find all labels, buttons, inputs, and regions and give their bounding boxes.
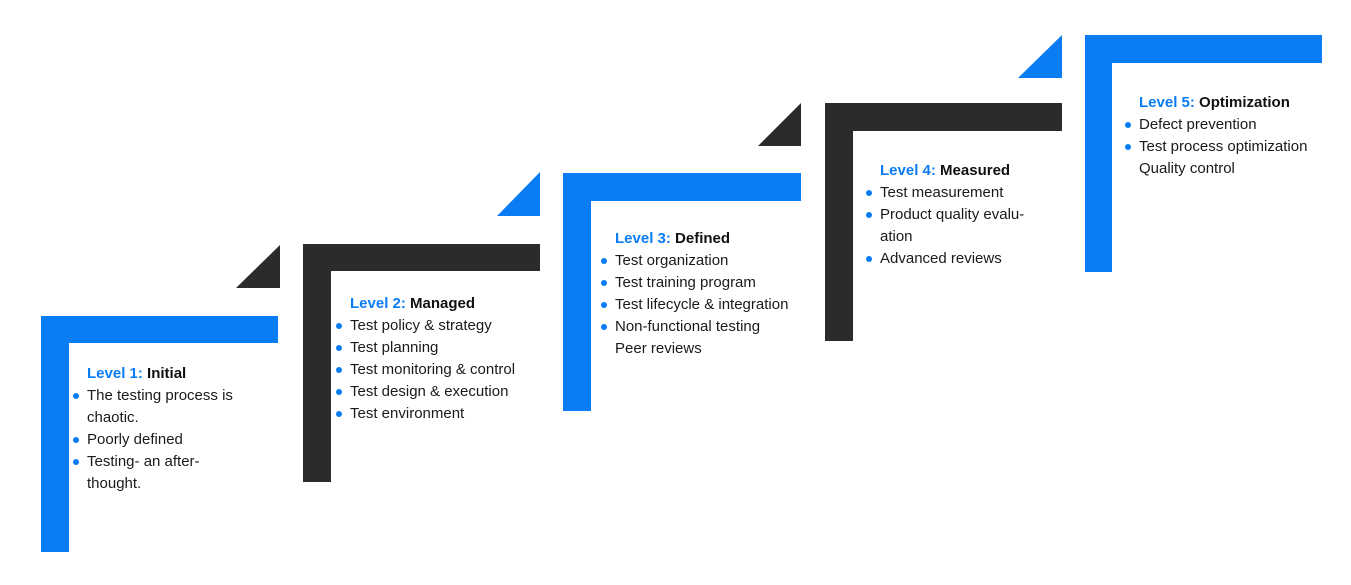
list-item: Defect prevention (1125, 114, 1340, 136)
step-1-triangle (236, 245, 280, 288)
list-item: Test design & execution (336, 381, 546, 403)
level-1-list: The testing process is chaotic. Poorly d… (73, 385, 273, 495)
level-5-list: Defect prevention Test process optimizat… (1125, 114, 1340, 180)
list-item: Quality control (1139, 160, 1235, 177)
level-5-prefix: Level 5: (1139, 94, 1195, 111)
list-item: chaotic. (87, 409, 139, 426)
list-item: Test environment (336, 403, 546, 425)
level-5-heading: Level 5: Optimization (1125, 92, 1340, 114)
level-4-name: Measured (940, 162, 1011, 179)
list-item: thought. (87, 475, 142, 492)
level-4-prefix: Level 4: (880, 162, 936, 179)
step-4-triangle (1018, 35, 1062, 78)
step-2-horizontal-bar (303, 244, 540, 271)
step-2-vertical-bar (303, 244, 331, 482)
level-4-block: Level 4: Measured Test measurement Produ… (866, 160, 1066, 270)
list-item: The testing process is (73, 385, 273, 407)
level-2-list: Test policy & strategy Test planning Tes… (336, 315, 546, 425)
level-4-heading: Level 4: Measured (866, 160, 1066, 182)
list-item: Test organization (601, 250, 821, 272)
list-item: Non-functional testing (601, 316, 821, 338)
level-5-name: Optimization (1199, 94, 1290, 111)
list-item: Test measurement (866, 182, 1066, 204)
step-1-vertical-bar (41, 316, 69, 552)
level-1-heading: Level 1: Initial (73, 363, 273, 385)
level-2-name: Managed (410, 295, 476, 312)
step-3-horizontal-bar (563, 173, 801, 201)
step-1-horizontal-bar (41, 316, 278, 343)
list-item: Product quality evalu- (866, 204, 1066, 226)
list-item: Test planning (336, 337, 546, 359)
list-item: Testing- an after- (73, 451, 273, 473)
step-3-triangle (758, 103, 801, 146)
list-item: Test monitoring & control (336, 359, 546, 381)
level-1-prefix: Level 1: (87, 365, 143, 382)
level-2-block: Level 2: Managed Test policy & strategy … (336, 293, 546, 425)
level-3-block: Level 3: Defined Test organization Test … (601, 228, 821, 360)
list-item: Test lifecycle & integration (601, 294, 821, 316)
list-item: Poorly defined (73, 429, 273, 451)
level-1-name: Initial (147, 365, 187, 382)
level-3-list: Test organization Test training program … (601, 250, 821, 360)
level-2-prefix: Level 2: (350, 295, 406, 312)
level-1-block: Level 1: Initial The testing process is … (73, 363, 273, 495)
level-5-block: Level 5: Optimization Defect prevention … (1125, 92, 1340, 180)
step-2-triangle (497, 172, 540, 216)
step-5-horizontal-bar (1085, 35, 1322, 63)
level-2-heading: Level 2: Managed (336, 293, 546, 315)
list-item: Advanced reviews (866, 248, 1066, 270)
level-4-list: Test measurement Product quality evalu- … (866, 182, 1066, 270)
level-3-prefix: Level 3: (615, 230, 671, 247)
level-3-name: Defined (675, 230, 731, 247)
list-item: Test process optimization (1125, 136, 1340, 158)
step-3-vertical-bar (563, 173, 591, 411)
list-item: ation (880, 228, 913, 245)
step-5-vertical-bar (1085, 35, 1112, 272)
step-4-vertical-bar (825, 103, 853, 341)
level-3-heading: Level 3: Defined (601, 228, 821, 250)
step-4-horizontal-bar (825, 103, 1062, 131)
list-item: Test policy & strategy (336, 315, 546, 337)
list-item: Test training program (601, 272, 821, 294)
list-item: Peer reviews (615, 340, 702, 357)
